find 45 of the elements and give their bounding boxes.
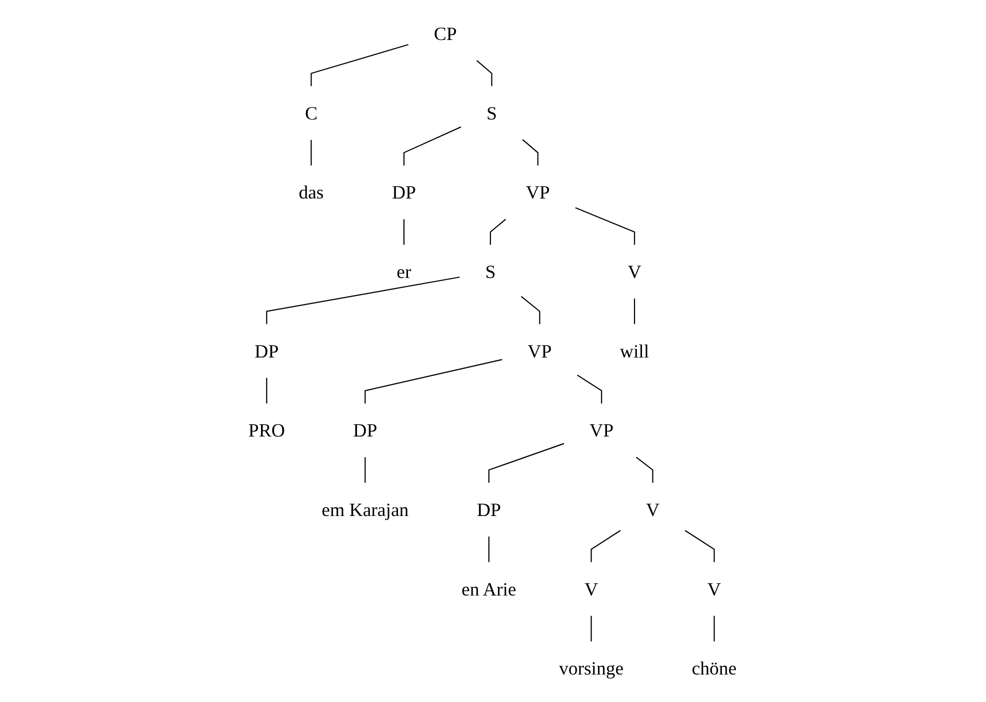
node-text: en Arie xyxy=(462,578,517,600)
connector xyxy=(634,298,636,324)
connector xyxy=(636,456,654,483)
node-text: C xyxy=(305,102,318,124)
connector xyxy=(591,530,622,562)
node-text: VP xyxy=(526,182,550,204)
connector xyxy=(576,207,636,245)
node-text: S xyxy=(486,261,496,282)
node-text: CP xyxy=(434,23,458,44)
node-text: S xyxy=(487,102,498,124)
connector xyxy=(266,378,268,404)
node-text: VP xyxy=(528,340,552,362)
node-text: V xyxy=(584,578,599,600)
node-text: DP xyxy=(392,182,416,204)
connector xyxy=(591,616,592,642)
node-text: will xyxy=(620,340,650,362)
connector xyxy=(404,126,462,166)
connector xyxy=(522,139,539,166)
connector xyxy=(714,616,716,642)
node-text: DP xyxy=(354,420,378,441)
connector xyxy=(521,296,541,324)
connector xyxy=(365,359,503,404)
node-text: em Karajan xyxy=(322,498,410,520)
node-text: V xyxy=(708,578,722,600)
connector xyxy=(365,457,366,483)
connector xyxy=(311,140,312,166)
node-text: vorsinge xyxy=(559,658,624,679)
node-text: DP xyxy=(255,340,280,362)
node-text: VP xyxy=(590,420,614,441)
node-text: PRO xyxy=(248,420,286,441)
node-text: er xyxy=(397,261,412,282)
node-text: V xyxy=(646,498,660,520)
node-text: V xyxy=(628,261,642,282)
connector xyxy=(490,218,507,245)
node-text: das xyxy=(299,182,324,204)
connector xyxy=(488,443,565,483)
node-text: chöne xyxy=(692,658,738,679)
connector xyxy=(488,536,490,562)
node-text: DP xyxy=(477,498,502,520)
connector xyxy=(266,276,460,324)
connector xyxy=(685,530,716,562)
connector xyxy=(577,374,603,404)
connector xyxy=(404,219,405,245)
connector xyxy=(476,60,493,86)
connector xyxy=(311,44,409,86)
